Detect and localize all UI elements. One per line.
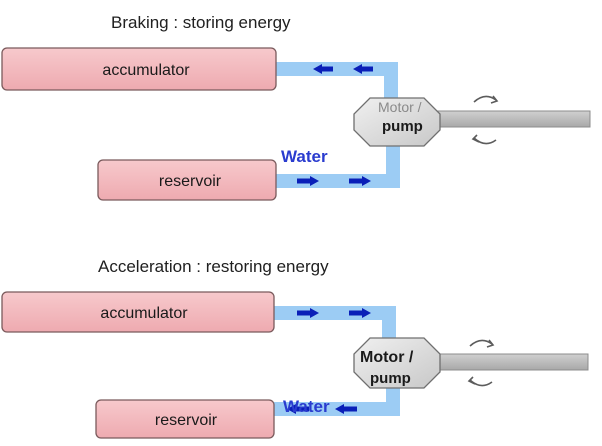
flow-arrow-icon <box>335 404 357 414</box>
rotation-arrowhead-bottom <box>471 134 480 143</box>
acceleration-pump-label: pump <box>370 370 411 387</box>
acceleration-motor-body <box>353 337 441 389</box>
acceleration-reservoir-label: reservoir <box>155 412 218 429</box>
flow-arrow-icon <box>297 176 319 186</box>
flow-arrow-icon <box>313 64 333 74</box>
braking-pipes <box>276 62 400 188</box>
acceleration-accumulator-label: accumulator <box>100 305 188 322</box>
flow-arrow-icon <box>349 176 371 186</box>
braking-motor-pump: Motor / pump <box>353 97 441 147</box>
braking-reservoir: reservoir <box>97 159 277 201</box>
braking-title: Braking : storing energy <box>111 13 291 32</box>
braking-reservoir-tank <box>97 159 277 201</box>
braking-accumulator-label: accumulator <box>102 62 190 79</box>
acceleration-water-label: Water <box>283 397 330 416</box>
braking-upper-riser <box>384 62 398 108</box>
rotation-arrowhead-top <box>490 95 499 104</box>
acceleration-section: Acceleration : restoring energy accumula… <box>1 257 589 439</box>
flow-arrow-icon <box>353 64 373 74</box>
braking-flow-arrows <box>297 64 373 186</box>
rotation-arc-bottom <box>473 137 497 145</box>
rotation-arc-top <box>469 339 493 347</box>
rotation-arrows-icon <box>471 95 499 145</box>
braking-reservoir-label: reservoir <box>159 173 222 190</box>
acceleration-accumulator-tank <box>1 291 275 333</box>
acceleration-upper-pipe <box>274 306 396 320</box>
acceleration-reservoir: reservoir <box>95 399 275 439</box>
braking-shaft <box>431 110 591 128</box>
acceleration-accumulator: accumulator <box>1 291 275 333</box>
acceleration-motor-pump: Motor / pump <box>353 337 441 389</box>
braking-accumulator-tank <box>1 47 277 91</box>
rotation-arrowhead-bottom <box>467 376 476 385</box>
braking-motor-body <box>353 97 441 147</box>
braking-motor-label: Motor / <box>378 99 422 115</box>
flow-arrow-icon <box>287 404 309 414</box>
braking-section: Braking : storing energy accumulator res… <box>1 13 591 201</box>
flow-arrow-icon <box>297 308 319 318</box>
acceleration-motor-label: Motor / <box>360 349 414 366</box>
acceleration-reservoir-tank <box>95 399 275 439</box>
rotation-arc-bottom <box>469 379 493 387</box>
braking-lower-pipe <box>276 174 400 188</box>
flow-arrow-icon <box>349 308 371 318</box>
braking-accumulator: accumulator <box>1 47 277 91</box>
rotation-arrows-icon <box>467 339 495 387</box>
acceleration-upper-riser <box>382 306 396 342</box>
acceleration-pipes <box>274 306 400 416</box>
rotation-arrowhead-top <box>486 339 495 348</box>
rotation-arc-top <box>473 95 497 103</box>
braking-water-label: Water <box>281 147 328 166</box>
braking-upper-pipe <box>276 62 398 76</box>
acceleration-shaft <box>429 353 589 371</box>
braking-pump-label: pump <box>382 118 423 135</box>
acceleration-title: Acceleration : restoring energy <box>98 257 329 276</box>
acceleration-flow-arrows <box>287 308 371 414</box>
